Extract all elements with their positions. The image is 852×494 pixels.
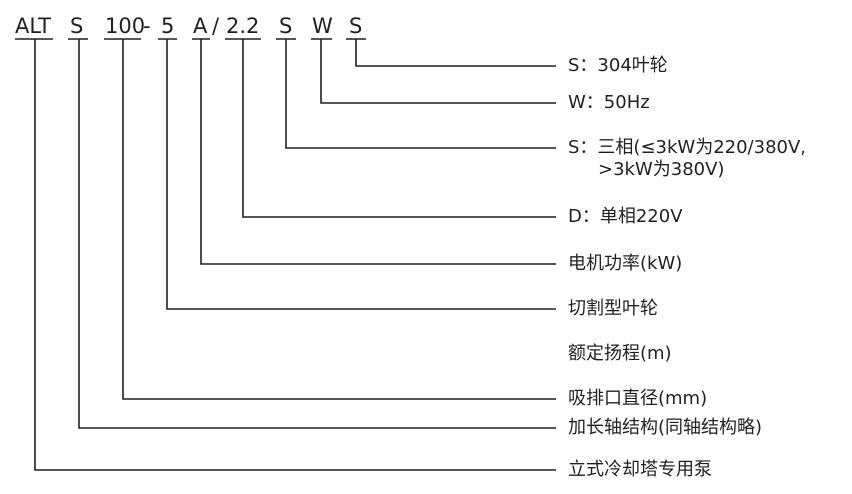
leader-single-phase — [242, 39, 556, 218]
desc-cutting-impeller: 切割型叶轮 — [568, 298, 658, 319]
leader-extended-shaft — [78, 39, 556, 429]
leader-pump-type — [34, 39, 556, 471]
code-material-s: S — [349, 14, 363, 38]
leader-cutting-impeller — [166, 39, 556, 310]
code-head-5: 5 — [161, 14, 175, 38]
leader-three-phase — [285, 39, 556, 149]
desc-single-phase: D：单相220V — [568, 206, 683, 227]
code-phase-s: S — [279, 14, 293, 38]
desc-impeller-material: S：304叶轮 — [568, 55, 668, 76]
code-frequency-w: W — [312, 14, 333, 38]
code-diameter-100: 100 — [105, 14, 146, 38]
leader-motor-power — [200, 39, 556, 265]
desc-three-phase-line1: S：三相(≤3kW为220/380V, — [568, 137, 807, 158]
code-slash: / — [212, 14, 220, 38]
code-shaft-s: S — [70, 14, 84, 38]
desc-three-phase-line2: >3kW为380V) — [598, 159, 725, 180]
desc-motor-power: 电机功率(kW) — [568, 253, 683, 274]
code-power-2-2: 2.2 — [226, 14, 260, 38]
code-series-alt: ALT — [15, 14, 52, 38]
desc-pump-type: 立式冷却塔专用泵 — [568, 459, 712, 480]
code-impeller-a: A — [193, 14, 208, 38]
desc-rated-head: 额定扬程(m) — [568, 343, 672, 364]
desc-extended-shaft: 加长轴结构(同轴结构略) — [568, 417, 763, 438]
leader-frequency — [320, 39, 556, 104]
desc-three-phase: S：三相(≤3kW为220/380V, >3kW为380V) — [568, 137, 806, 181]
code-dash: - — [143, 14, 151, 38]
leader-port-diameter — [122, 39, 556, 400]
leader-impeller-material — [355, 39, 556, 67]
desc-frequency: W：50Hz — [568, 92, 650, 113]
desc-port-diameter: 吸排口直径(mm) — [568, 388, 708, 409]
